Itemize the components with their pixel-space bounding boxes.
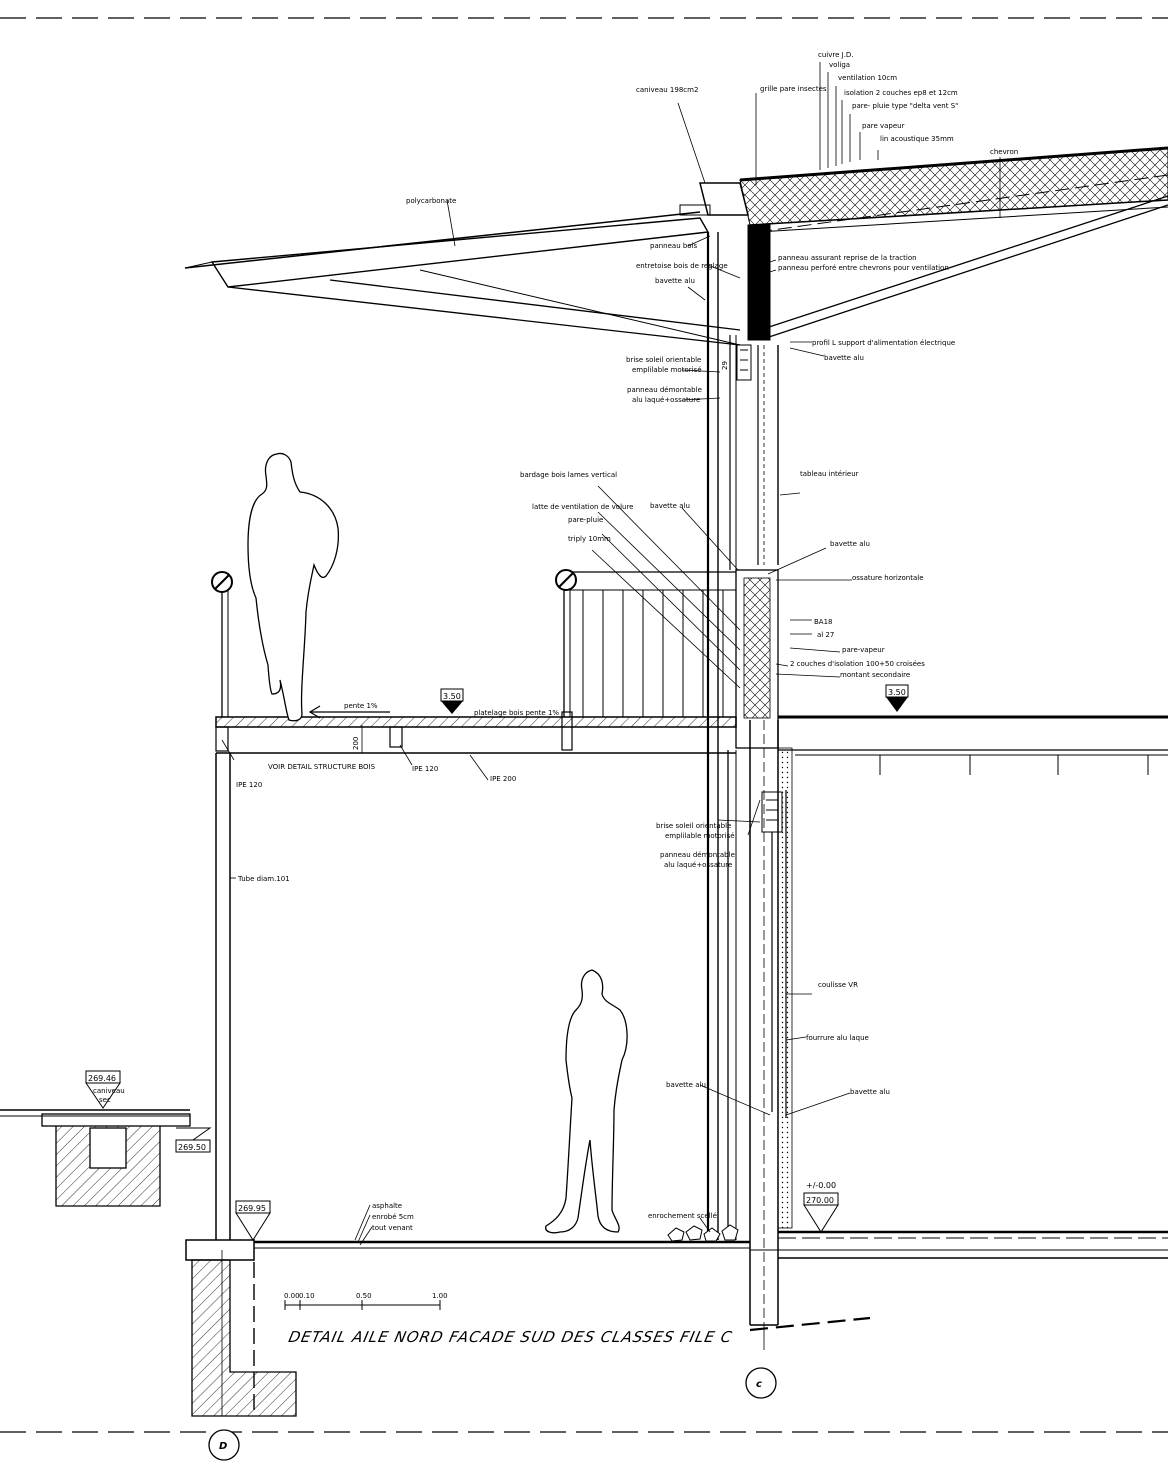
- label-fourrure: fourrure alu laque: [806, 1034, 869, 1042]
- label-montant: montant secondaire: [840, 671, 910, 679]
- annotations: cuivre J.D. voliga ventilation 10cm isol…: [88, 51, 1018, 1452]
- rock-fill: [667, 1224, 739, 1242]
- label-voliga: voliga: [829, 61, 850, 69]
- scale-bar: [284, 1300, 441, 1310]
- label-panneau-demontable-1-line2: alu laqué+ossature: [632, 396, 700, 404]
- label-bavette-alu-5: bavette alu: [666, 1081, 706, 1089]
- level-marker-wall-base: [175, 1127, 212, 1153]
- slope-arrow: [308, 705, 390, 719]
- label-ipe-120-b: IPE 120: [412, 765, 438, 773]
- axis-label-d: D: [219, 1441, 227, 1452]
- label-ba18: BA18: [814, 618, 833, 626]
- person-silhouette-ground: [545, 969, 628, 1234]
- level-gutter-note-2: sec: [99, 1096, 111, 1104]
- label-dim-29: 29: [721, 361, 729, 370]
- axis-circle-d: [208, 1429, 240, 1461]
- label-pente: pente 1%: [344, 702, 378, 710]
- label-latte: latte de ventilation de volure: [532, 503, 634, 511]
- label-brise-soleil-1-line2: emplilable motorisé: [632, 366, 702, 374]
- label-coulisse: coulisse VR: [818, 981, 858, 989]
- level-marker-floor-ext: [235, 1200, 271, 1241]
- person-silhouette-balcony: [247, 452, 340, 722]
- level-floor-ext: 269.95: [238, 1204, 266, 1213]
- interior-slab: [749, 715, 1168, 1332]
- axis-label-c: c: [756, 1379, 762, 1390]
- label-bavette-alu-1: bavette alu: [655, 277, 695, 285]
- level-terrace-right: 3.50: [888, 688, 906, 697]
- level-marker-terrace-left: [440, 688, 464, 714]
- label-bardage: bardage bois lames vertical: [520, 471, 617, 479]
- scale-label-2: 0.50: [356, 1292, 372, 1300]
- label-lin-acoustique: lin acoustique 35mm: [880, 135, 954, 143]
- label-asphalte: asphalte: [372, 1202, 402, 1210]
- handrail-section-left: [211, 571, 233, 593]
- label-panneau-bois: panneau bois: [650, 242, 698, 250]
- label-panneau-demontable-1-line1: panneau démontable: [627, 386, 702, 394]
- label-enrobe: enrobé 5cm: [372, 1213, 414, 1221]
- label-chevron: chevron: [990, 148, 1018, 156]
- level-interior: 270.00: [806, 1196, 834, 1205]
- level-marker-ground-left: [85, 1070, 121, 1109]
- label-pare-vapeur-roof: pare vapeur: [862, 122, 905, 130]
- level-interior-pm: +/-0.00: [806, 1181, 836, 1190]
- level-gutter-note-1: caniveau: [93, 1087, 125, 1095]
- label-couches: 2 couches d'isolation 100+50 croisées: [790, 660, 925, 668]
- label-voir-detail: VOIR DETAIL STRUCTURE BOIS: [268, 763, 376, 771]
- scale-label-0: 0.00: [284, 1292, 300, 1300]
- main-roof: [679, 146, 1168, 341]
- label-platelage: platelage bois pente 1%: [474, 709, 559, 717]
- drawing-title: DETAIL AILE NORD FACADE SUD DES CLASSES …: [287, 1328, 734, 1346]
- label-bavette-alu-2: bavette alu: [824, 354, 864, 362]
- foundations: [0, 1109, 1168, 1417]
- label-pare-vapeur-wall: pare-vapeur: [842, 646, 885, 654]
- label-dim-200: 200: [352, 737, 360, 750]
- label-isolation: isolation 2 couches ep8 et 12cm: [844, 89, 958, 97]
- level-marker-interior: [803, 1192, 839, 1233]
- label-polycarbonate: polycarbonate: [406, 197, 456, 205]
- label-ventilation: ventilation 10cm: [838, 74, 897, 82]
- label-ipe-200: IPE 200: [490, 775, 516, 783]
- label-al27: al 27: [817, 631, 834, 639]
- leader-lines: [221, 62, 1001, 1246]
- label-grille: grille pare insectes: [760, 85, 827, 93]
- label-brise-soleil-2-line1: brise soleil orientable: [656, 822, 731, 830]
- scale-label-3: 1.00: [432, 1292, 448, 1300]
- label-bavette-alu-4: bavette alu: [830, 540, 870, 548]
- label-panneau-perfore: panneau perforé entre chevrons pour vent…: [778, 264, 949, 272]
- level-ground-left: 269.46: [88, 1074, 116, 1083]
- level-marker-terrace-right: [885, 684, 909, 712]
- label-brise-soleil-2-line2: emplilable motorisé: [665, 832, 735, 840]
- label-panneau-assurant: panneau assurant reprise de la traction: [778, 254, 917, 262]
- scale-label-1: 0.10: [299, 1292, 315, 1300]
- label-tout-venant: tout venant: [372, 1224, 413, 1232]
- facade-columns: [706, 224, 793, 1350]
- balcony: [215, 571, 737, 1240]
- handrail-section-right: [555, 569, 577, 591]
- label-cuivre: cuivre J.D.: [818, 51, 854, 59]
- label-pare-pluie-roof: pare- pluie type "delta vent S": [852, 102, 958, 110]
- label-entretoise: entretoise bois de reglage: [636, 262, 728, 270]
- label-bavette-alu-3: bavette alu: [650, 502, 690, 510]
- label-panneau-demontable-2-l2: alu laqué+ossature: [664, 861, 732, 869]
- label-bavette-alu-6: bavette alu: [850, 1088, 890, 1096]
- label-profil-l: profil L support d'alimentation électriq…: [812, 339, 955, 347]
- label-caniveau: caniveau 198cm2: [636, 86, 698, 94]
- label-pare-pluie-wall: pare-pluie: [568, 516, 603, 524]
- label-tube: Tube diam.101: [237, 875, 290, 883]
- label-tableau: tableau intérieur: [800, 470, 859, 478]
- label-brise-soleil-1-line1: brise soleil orientable: [626, 356, 701, 364]
- level-terrace-left: 3.50: [443, 692, 461, 701]
- axis-circle-c: [745, 1367, 777, 1399]
- label-panneau-demontable-2-l1: panneau démontable: [660, 851, 735, 859]
- label-enrochement: enrochement scellé: [648, 1212, 717, 1220]
- level-wall-base: 269.50: [178, 1143, 206, 1152]
- label-ossature: ossature horizontale: [852, 574, 924, 582]
- label-ipe-120-a: IPE 120: [236, 781, 262, 789]
- label-triply: triply 10mm: [568, 535, 611, 543]
